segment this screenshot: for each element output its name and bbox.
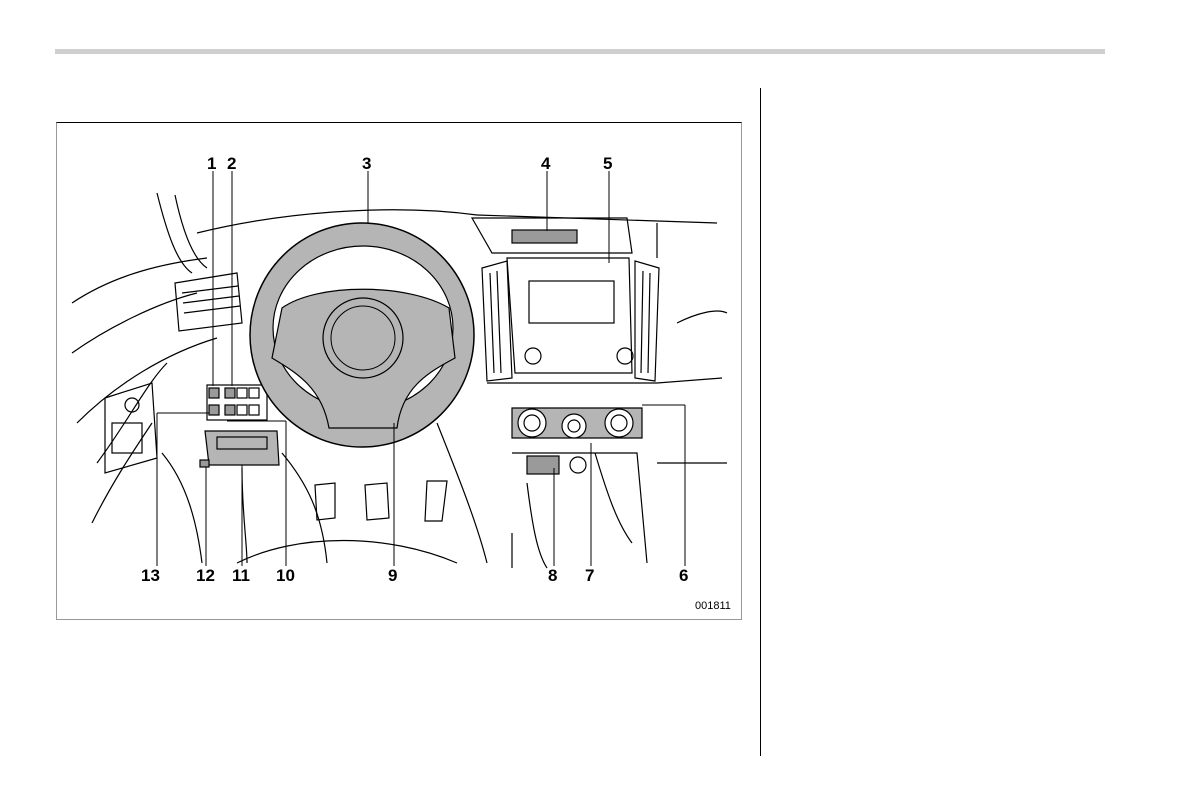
figure-id: 001811 (695, 600, 731, 612)
callout-12: 12 (196, 566, 215, 585)
column-divider (760, 88, 761, 756)
dashboard-illustration: 1 2 3 4 5 6 7 8 9 10 11 12 13 001811 (57, 123, 741, 619)
steering-wheel-icon (250, 223, 474, 447)
callout-3: 3 (362, 154, 371, 173)
callout-2: 2 (227, 154, 236, 173)
callout-9: 9 (388, 566, 397, 585)
callout-7: 7 (585, 566, 594, 585)
header-rule (55, 49, 1105, 54)
callout-8: 8 (548, 566, 557, 585)
callout-4: 4 (541, 154, 551, 173)
dashboard-figure: 1 2 3 4 5 6 7 8 9 10 11 12 13 001811 (56, 122, 742, 620)
callout-1: 1 (207, 154, 216, 173)
callout-10: 10 (276, 566, 295, 585)
callout-5: 5 (603, 154, 612, 173)
callout-13: 13 (141, 566, 160, 585)
callout-11: 11 (232, 566, 250, 585)
callout-6: 6 (679, 566, 688, 585)
